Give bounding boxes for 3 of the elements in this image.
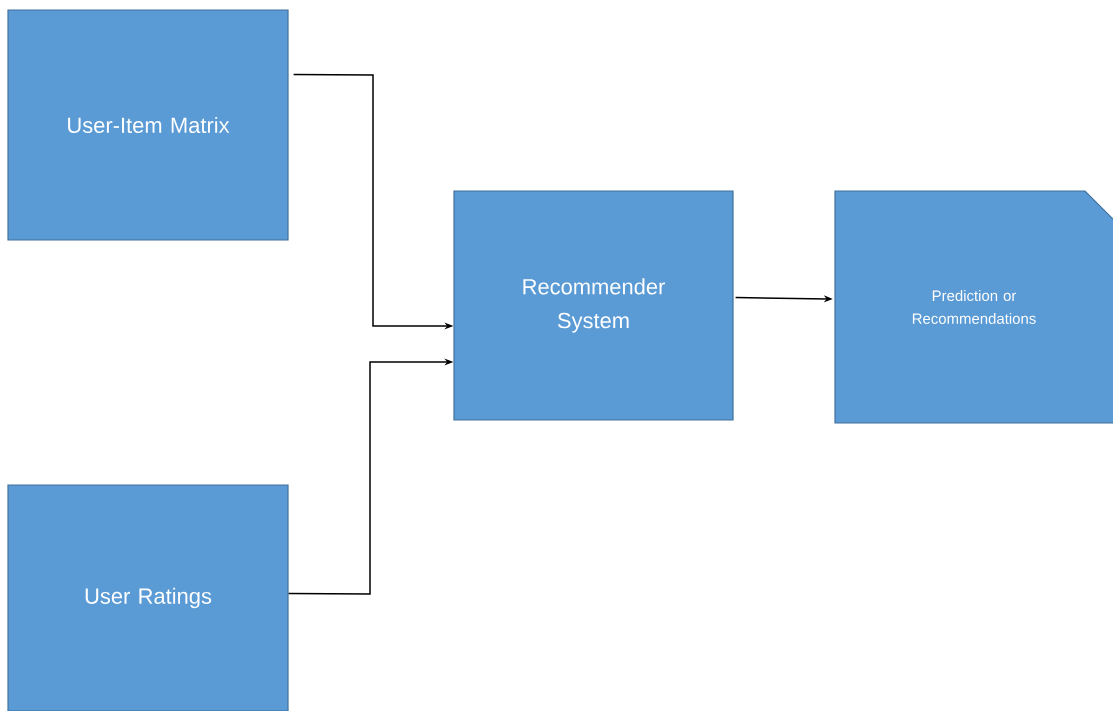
process-box: User Ratings (7, 484, 289, 711)
process-box: Recommender System (453, 190, 734, 421)
process-box: User-Item Matrix (7, 9, 289, 241)
